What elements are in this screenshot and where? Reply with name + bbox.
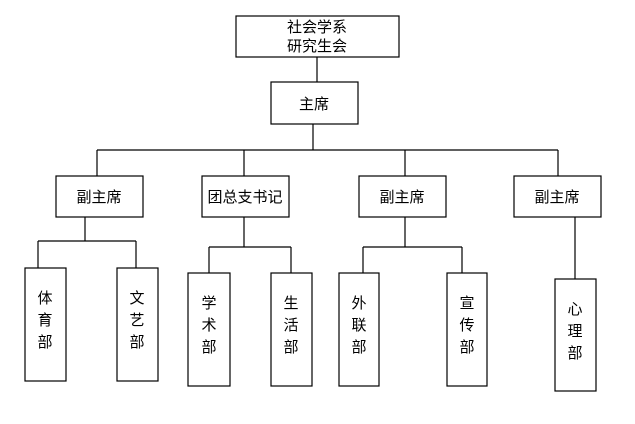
chair-label: 主席	[299, 95, 329, 113]
department-node-5: 外联部	[338, 272, 380, 387]
branch-label: 副主席	[379, 188, 424, 206]
branch-node-3: 副主席	[358, 175, 447, 218]
root-label-line-2: 研究生会	[287, 37, 347, 55]
root-label-line-1: 社会学系	[287, 18, 347, 36]
branch-node-1: 副主席	[55, 175, 144, 218]
root-node: 社会学系 研究生会	[235, 15, 400, 58]
branch-label: 副主席	[76, 188, 121, 206]
department-label: 生活部	[283, 294, 298, 356]
department-label: 宣传部	[459, 294, 474, 356]
department-node-4: 生活部	[270, 272, 313, 387]
department-label: 学术部	[201, 294, 216, 356]
department-node-3: 学术部	[187, 272, 231, 387]
department-node-2: 文艺部	[116, 267, 159, 382]
department-label: 外联部	[351, 294, 366, 356]
department-node-1: 体育部	[24, 267, 67, 382]
connectors	[37, 57, 576, 279]
chair-node: 主席	[270, 81, 359, 125]
branch-node-2: 团总支书记	[201, 175, 290, 218]
department-node-6: 宣传部	[446, 272, 488, 387]
branch-label: 团总支书记	[207, 188, 282, 206]
branch-label: 副主席	[534, 188, 579, 206]
department-label: 心理部	[567, 300, 582, 362]
department-label: 体育部	[37, 289, 52, 351]
department-label: 文艺部	[129, 289, 144, 351]
department-node-7: 心理部	[554, 278, 597, 392]
branch-node-4: 副主席	[513, 175, 602, 218]
